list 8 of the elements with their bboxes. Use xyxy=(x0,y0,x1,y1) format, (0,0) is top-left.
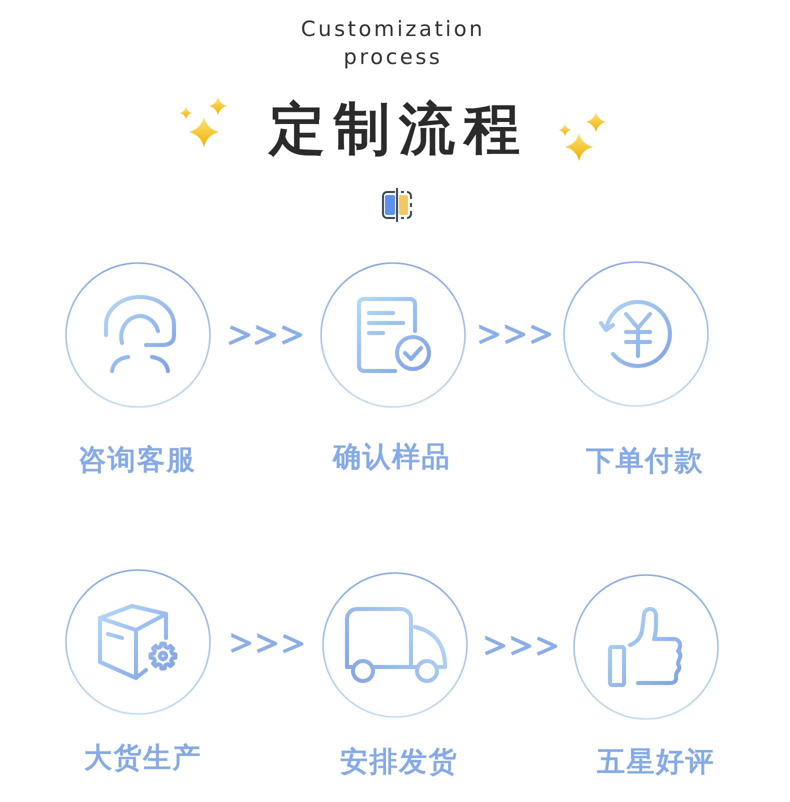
step-label: 确认样品 xyxy=(333,440,451,474)
step-label: 咨询客服 xyxy=(78,443,196,477)
step-label: 五星好评 xyxy=(597,745,715,779)
step-label: 安排发货 xyxy=(340,745,458,779)
step-label: 大货生产 xyxy=(84,741,202,775)
subtitle: Customization process xyxy=(300,16,486,71)
step-label: 下单付款 xyxy=(586,444,704,478)
title: 定制流程 xyxy=(269,96,529,164)
